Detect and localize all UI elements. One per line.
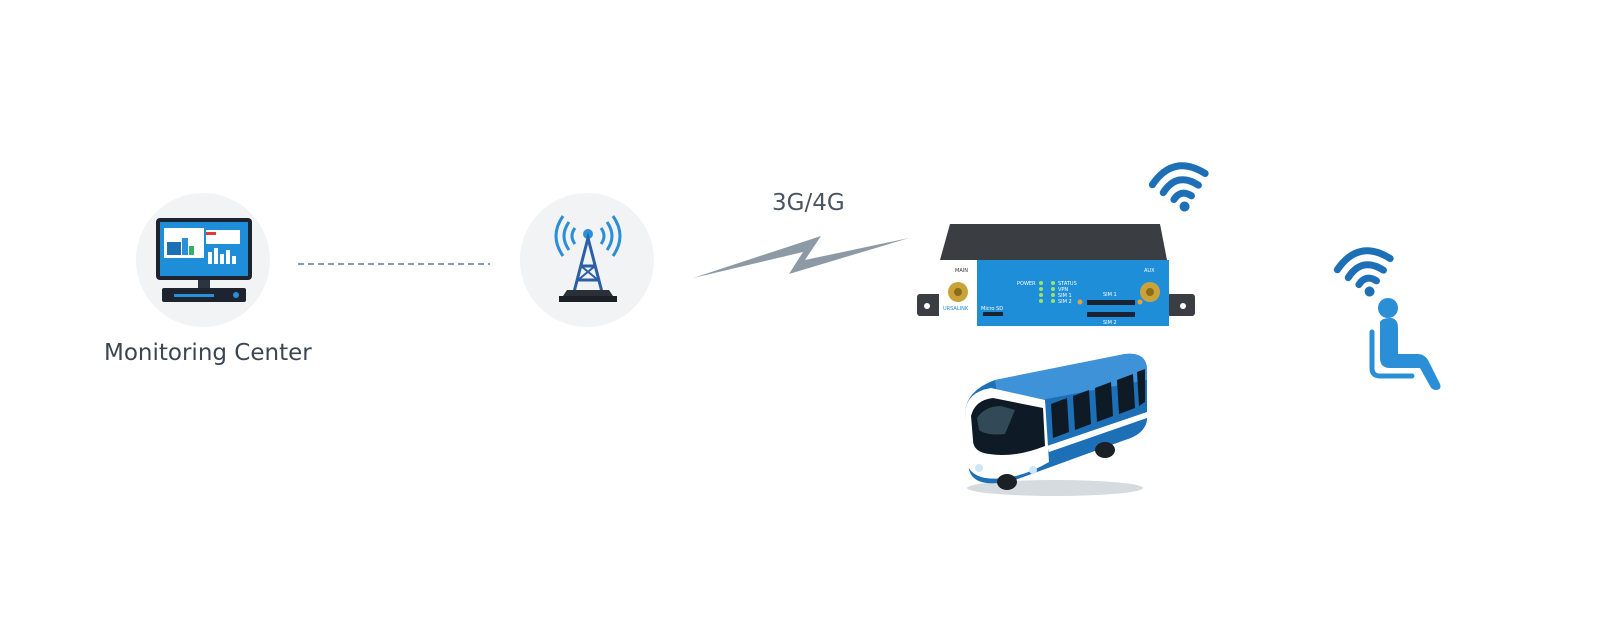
seated-passenger-icon [1369,298,1441,390]
router-sim1-slot-label: SIM 1 [1103,292,1117,298]
computer-icon [156,218,252,302]
monitoring-center-label: Monitoring Center [104,340,312,366]
router-brand: URSALINK [943,306,969,312]
cell-tower-circle [520,193,654,327]
wired-link-line [298,263,490,265]
passenger-wifi-icon [1333,247,1394,297]
router-status-label: STATUS [1058,281,1077,287]
bus-icon [965,353,1147,496]
router-port-aux: AUX [1144,268,1155,274]
router-sim1-led-label: SIM 1 [1058,293,1072,299]
router-sim2-led-label: SIM 2 [1058,299,1072,305]
router-icon: MAIN URSALINK POWER STATUS VPN SIM 1 SIM… [917,224,1195,326]
lightning-link-icon [693,236,909,278]
router-port-main: MAIN [955,268,968,274]
cell-tower-icon [554,215,622,302]
router-micro-sd-label: Micro SD [981,306,1003,312]
router-sim2-slot-label: SIM 2 [1103,320,1117,326]
cellular-link-label: 3G/4G [772,190,845,216]
wifi-icon [1148,162,1209,212]
router-power-label: POWER [1017,281,1036,287]
router-vpn-label: VPN [1058,287,1068,293]
